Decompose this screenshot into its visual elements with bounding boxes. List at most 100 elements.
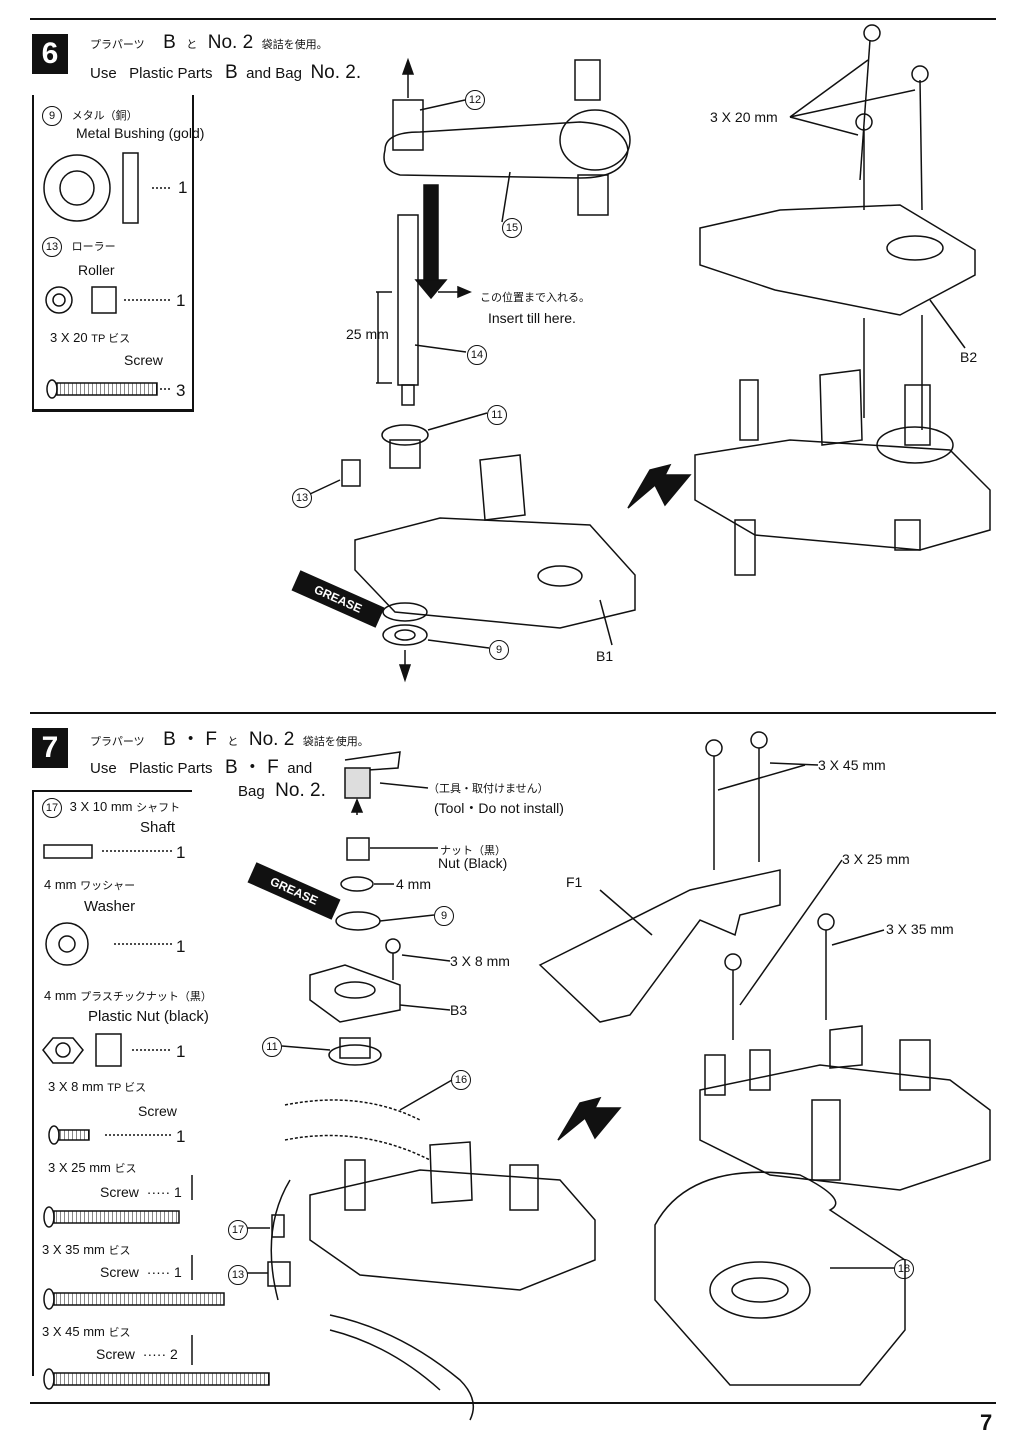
s35-qty: 1 <box>174 1264 182 1280</box>
part-9-jp: メタル（銅） <box>71 110 138 122</box>
en-b: B <box>224 62 238 83</box>
s45-jp: ビス <box>108 1327 131 1339</box>
part-13-qty: 1 <box>176 291 186 310</box>
tool-jp: （工具・取付けません） <box>428 783 549 795</box>
en-parts: Plastic Parts <box>129 65 213 82</box>
jp-d: No. 2 <box>207 32 254 53</box>
nut-size: 4 mm <box>44 988 77 1003</box>
callout7-18: 18 <box>894 1259 914 1279</box>
nut-callout-jp: ナット（黒） <box>440 845 506 857</box>
callout7-13: 13 <box>228 1265 248 1285</box>
insert-jp: この位置まで入れる。 <box>480 292 590 304</box>
en7-bf: B ・ F <box>224 757 279 778</box>
washer-row: 4 mm ワッシャー <box>44 877 135 893</box>
washer-size: 4 mm <box>44 877 77 892</box>
jp-e: 袋詰を使用。 <box>261 39 328 51</box>
part-17-size: 3 X 10 mm <box>69 799 133 814</box>
part-17-row: 17 3 X 10 mm シャフト <box>42 798 180 818</box>
screw-qty: 3 <box>176 381 186 400</box>
step-7-heading-en: Use Plastic Parts B ・ F and <box>90 752 312 779</box>
washer-qty: 1 <box>176 937 186 956</box>
grease-text-7: GREASE <box>268 874 320 908</box>
part-13-jp: ローラー <box>71 241 116 253</box>
s35-jp: ビス <box>108 1245 131 1257</box>
step-7-heading-jp: プラパーツ B ・ F と No. 2 袋詰を使用。 <box>90 724 369 751</box>
jp7-e: 袋詰を使用。 <box>302 736 369 748</box>
jp7-a: プラパーツ <box>90 736 145 748</box>
s8-callout: 3 X 8 mm <box>450 953 510 969</box>
washer-en: Washer <box>84 898 136 915</box>
callout7-9: 9 <box>434 906 454 926</box>
jp7-c: と <box>227 736 239 748</box>
en-and: and Bag <box>246 65 302 82</box>
nut-row: 4 mm プラスチックナット（黒） <box>44 988 212 1004</box>
jp7-d: No. 2 <box>248 729 295 750</box>
s8-row: 3 X 8 mm TP ビス <box>48 1079 146 1095</box>
b3-callout: B3 <box>450 1002 468 1018</box>
s45-en-row: Screw ····· 2 <box>96 1346 178 1362</box>
tool-en: (Tool・Do not install) <box>434 800 564 816</box>
washer-callout: 4 mm <box>396 876 431 892</box>
callout-15: 15 <box>502 218 522 238</box>
s45-size: 3 X 45 mm <box>42 1324 105 1339</box>
jp-b: B <box>163 32 176 53</box>
part-9-qty: 1 <box>178 178 188 197</box>
step-7-heading-en2: Bag No. 2. <box>238 780 326 802</box>
en7-no2: No. 2. <box>275 780 326 801</box>
s25-size: 3 X 25 mm <box>48 1160 111 1175</box>
nut-en: Plastic Nut (black) <box>88 1008 209 1025</box>
label-b1: B1 <box>596 648 614 664</box>
s45-en: Screw <box>96 1346 135 1362</box>
screw-size: 3 X 20 TP ビス <box>50 330 130 346</box>
s8-qty: 1 <box>176 1127 186 1146</box>
nut-qty: 1 <box>176 1042 186 1061</box>
box-right-edge <box>192 95 194 412</box>
jp7-b: B ・ F <box>163 729 217 750</box>
callout-12: 12 <box>465 90 485 110</box>
screw-3x20: 3 X 20 mm <box>710 109 778 125</box>
s35-size: 3 X 35 mm <box>42 1242 105 1257</box>
box-bottom-edge <box>32 409 194 411</box>
grease-text-6: GREASE <box>312 582 364 616</box>
grease-tag-7: GREASE <box>247 862 341 920</box>
s45-row: 3 X 45 mm ビス <box>42 1324 130 1340</box>
s35-callout: 3 X 35 mm <box>886 921 954 937</box>
screw-en: Screw <box>124 352 163 368</box>
box7-top <box>32 790 192 792</box>
part-17-en: Shaft <box>140 819 176 836</box>
part-9-en: Metal Bushing (gold) <box>76 125 205 141</box>
f1-callout: F1 <box>566 874 583 890</box>
en-use: Use <box>90 65 117 82</box>
label-b2: B2 <box>960 349 978 365</box>
en7-bag: Bag <box>238 783 265 800</box>
screw-size-text: 3 X 20 <box>50 330 88 345</box>
s8-jp: TP ビス <box>107 1082 147 1094</box>
en7-parts: Plastic Parts <box>129 760 213 777</box>
part-13-en: Roller <box>78 262 115 278</box>
box7-left <box>32 790 34 1376</box>
s35-row: 3 X 35 mm ビス <box>42 1242 130 1258</box>
step-6-parts-box <box>32 95 194 412</box>
nut-callout-en: Nut (Black) <box>438 855 508 871</box>
washer-jp: ワッシャー <box>80 880 136 892</box>
part-9-row: 9 メタル（銅） <box>42 106 138 126</box>
part-17-jp: シャフト <box>136 802 181 814</box>
step-6-heading-en: Use Plastic Parts B and Bag No. 2. <box>90 62 361 84</box>
callout-11: 11 <box>487 405 507 425</box>
jp-a: プラパーツ <box>90 39 145 51</box>
s25-row: 3 X 25 mm ビス <box>48 1160 136 1176</box>
part-13-row: 13 ローラー <box>42 237 116 257</box>
en-no2: No. 2. <box>310 62 362 83</box>
s8-en: Screw <box>138 1103 177 1119</box>
grease-tag-6: GREASE <box>291 570 385 628</box>
page-number: 7 <box>980 1410 993 1435</box>
s25-jp: ビス <box>114 1163 137 1175</box>
en7-use: Use <box>90 760 117 777</box>
callout-13: 13 <box>292 488 312 508</box>
nut-jp: プラスチックナット（黒） <box>80 991 212 1003</box>
middle-rule <box>30 712 996 714</box>
length-25mm: 25 mm <box>346 326 389 342</box>
part-9-circle: 9 <box>42 106 62 126</box>
part-17-qty: 1 <box>176 843 186 862</box>
step-6-heading-jp: プラパーツ B と No. 2 袋詰を使用。 <box>90 32 328 54</box>
